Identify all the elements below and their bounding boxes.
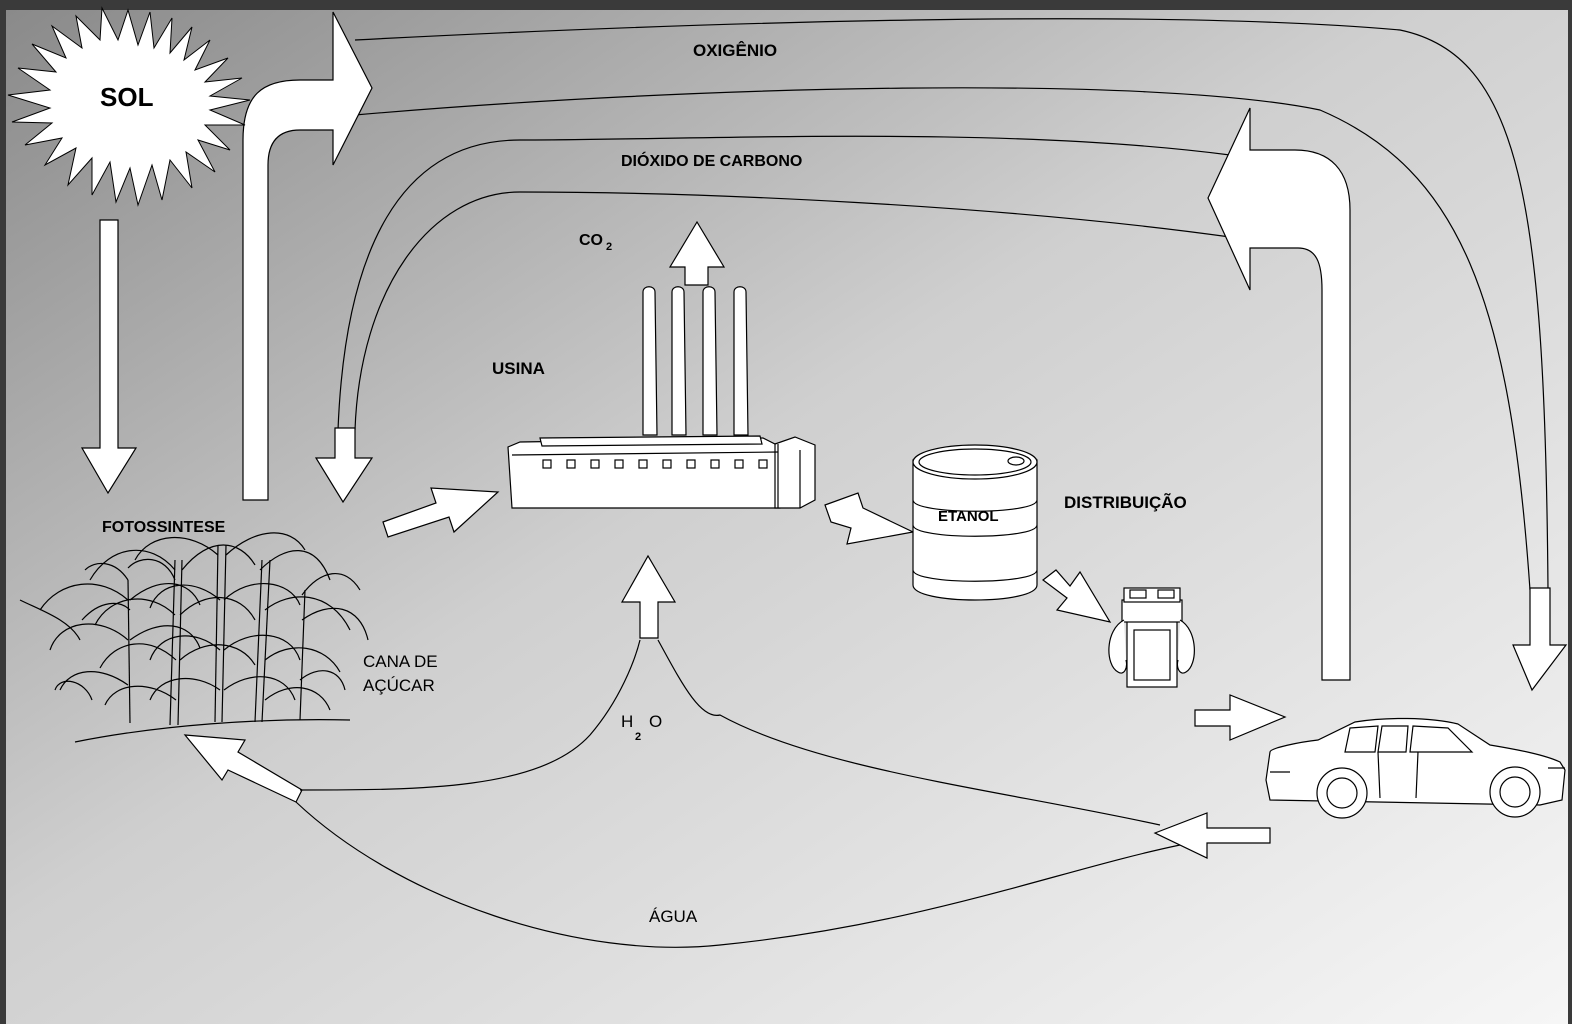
carbon-dioxide-flow-band [337,135,1231,431]
oxygen-down-arrow [1512,587,1568,692]
chimney-co2-up-arrow [668,220,726,286]
h2o-subscript: 2 [635,731,641,743]
ethanol-label: ETANOL [938,508,999,525]
sugarcane-label-line1: CANA DE [363,652,438,671]
carbon-dioxide-label: DIÓXIDO DE CARBONO [621,151,802,170]
factory-icon [507,435,816,509]
distribution-label: DISTRIBUIÇÃO [1064,492,1187,512]
sugarcane-label-line2: AÇÚCAR [363,676,435,695]
water-label: ÁGUA [649,907,698,926]
oxygen-flow-band [354,18,1549,591]
ethanol-to-pump-arrow [1042,569,1112,623]
factory-to-ethanol-arrow [824,492,915,545]
sunlight-down-arrow [80,219,138,495]
oxygen-rising-arrow [242,11,373,501]
co2-rising-arrow [1207,107,1351,681]
h2o-label-h: H [621,712,633,731]
co2-subscript: 2 [606,241,612,253]
usina-label: USINA [492,359,545,378]
photosynthesis-label: FOTOSSINTESE [102,519,226,536]
co2-down-arrow [314,427,374,504]
factory-chimneys-icon [642,286,749,436]
car-icon [1265,717,1566,819]
sugarcane-icon [19,532,369,743]
fuel-pump-icon [1108,587,1195,688]
sun-icon [7,6,251,207]
water-to-factory-arrow [620,554,677,639]
sun-label: SOL [100,82,154,112]
oxygen-label: OXIGÊNIO [693,41,777,60]
ethanol-barrel-icon [912,444,1038,601]
co2-label: CO [579,232,603,249]
pump-to-car-arrow [1194,694,1287,741]
cane-to-factory-arrow [382,487,500,538]
h2o-label-o: O [649,712,662,731]
water-return-arrow [1153,812,1271,859]
water-to-cane-arrow [183,734,303,803]
water-flow-lines [295,639,1181,948]
